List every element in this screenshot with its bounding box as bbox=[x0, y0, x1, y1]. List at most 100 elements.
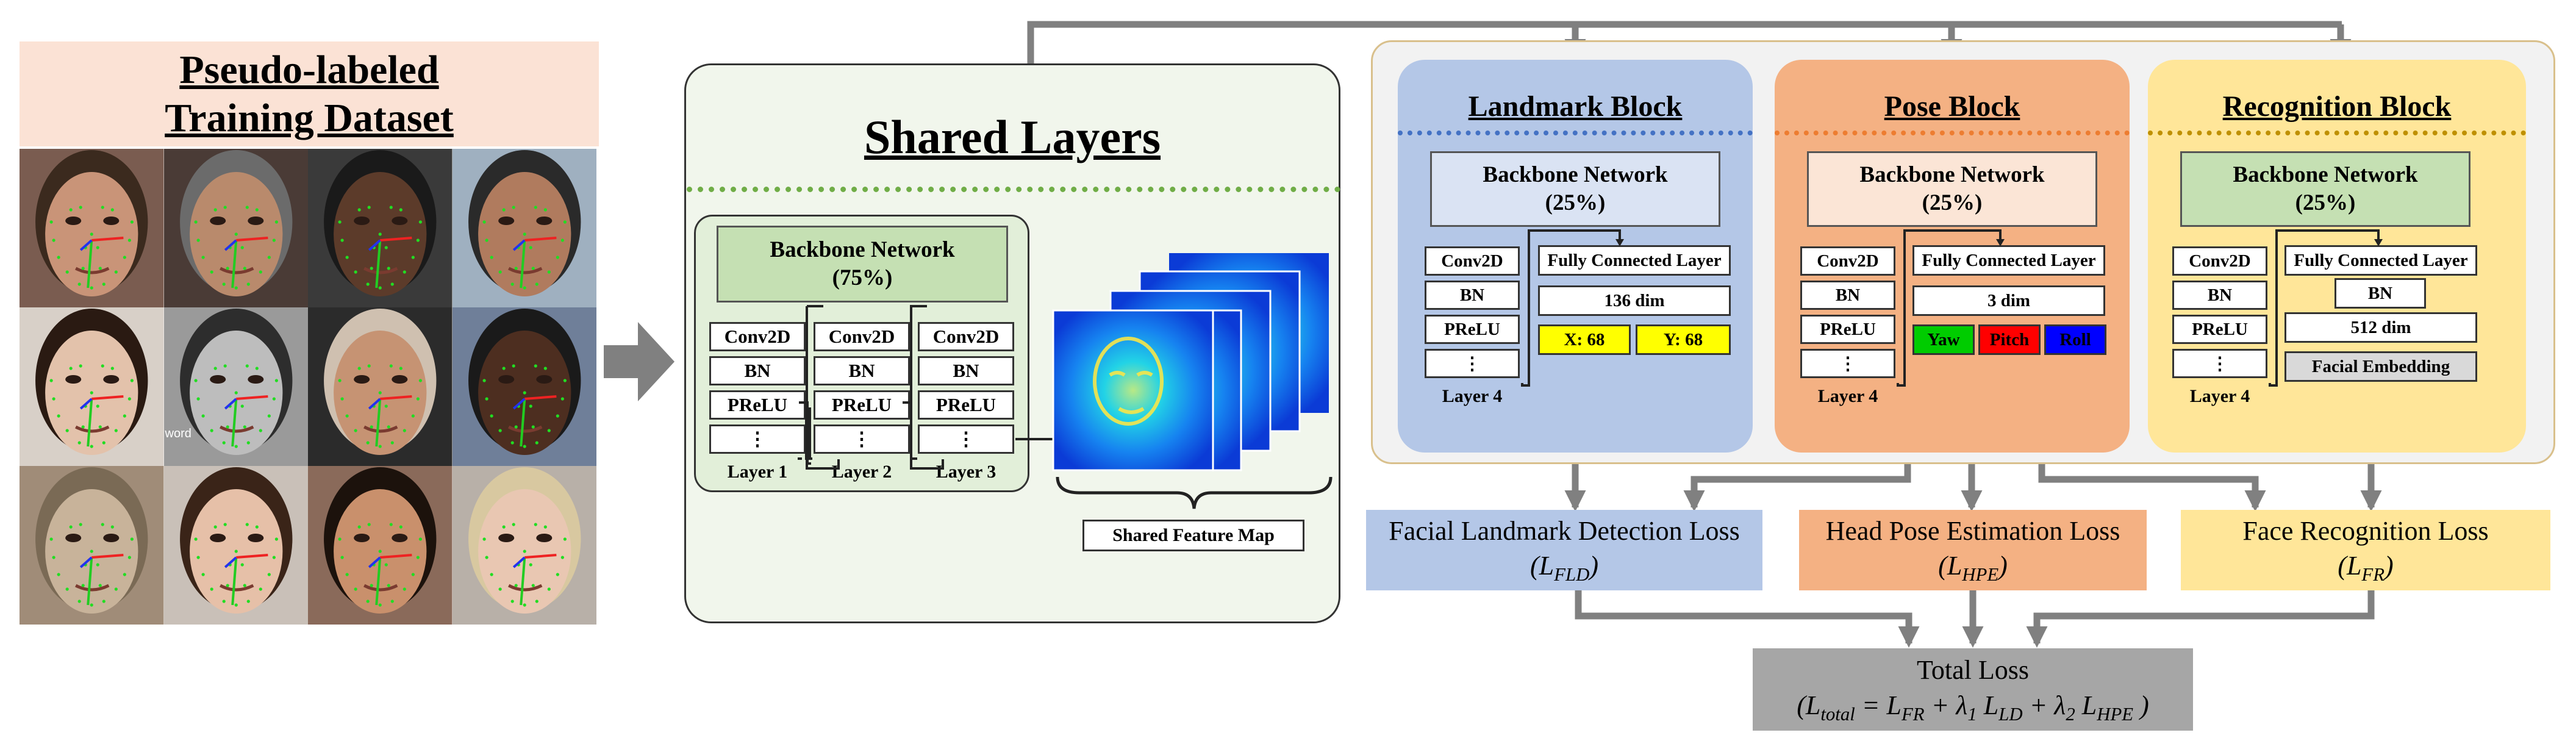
landmark-output-y: Y: 68 bbox=[1636, 324, 1731, 355]
pose-connector bbox=[1897, 229, 2005, 387]
pose-backbone-network: Backbone Network (25%) bbox=[1807, 151, 2097, 227]
pose-backbone-label: Backbone Network bbox=[1859, 162, 2045, 187]
landmark-dim: 136 dim bbox=[1538, 285, 1731, 316]
layer-item: ⋮ bbox=[1425, 349, 1520, 378]
pose-output-roll: Roll bbox=[2044, 324, 2106, 355]
layer-item: ⋮ bbox=[2172, 349, 2267, 378]
shared-backbone-label: Backbone Network bbox=[770, 237, 955, 262]
recognition-loss-box: Face Recognition Loss (LFR) bbox=[2181, 510, 2550, 590]
shared-feature-map-label: Shared Feature Map bbox=[1082, 520, 1304, 551]
layer-item: BN bbox=[1425, 281, 1520, 310]
shared-layers-title: Shared Layers bbox=[864, 110, 1161, 163]
layer-item: BN bbox=[1800, 281, 1895, 310]
layer-item: Conv2D bbox=[2172, 246, 2267, 276]
face-image bbox=[308, 466, 453, 625]
face-image-grid: word bbox=[20, 149, 596, 625]
dataset-title: Pseudo-labeled Training Dataset bbox=[20, 41, 599, 146]
landmark-connector bbox=[1521, 229, 1624, 387]
face-image bbox=[163, 149, 308, 307]
layer-item: BN bbox=[2172, 281, 2267, 310]
recognition-loss-symbol: (LFR) bbox=[2338, 551, 2394, 585]
pose-dim: 3 dim bbox=[1912, 285, 2105, 316]
layer-item: ⋮ bbox=[814, 424, 910, 454]
layer-item: Conv2D bbox=[1800, 246, 1895, 276]
landmark-output-x: X: 68 bbox=[1538, 324, 1631, 355]
face-image bbox=[20, 307, 164, 466]
recognition-divider bbox=[2148, 131, 2526, 135]
recognition-dim: 512 dim bbox=[2284, 312, 2477, 343]
layer-item: Conv2D bbox=[814, 322, 910, 351]
pose-block-title: Pose Block bbox=[1884, 90, 2020, 123]
recognition-embedding: Facial Embedding bbox=[2284, 351, 2477, 382]
layer-item: PReLU bbox=[918, 390, 1014, 420]
landmark-fc-layer: Fully Connected Layer bbox=[1538, 245, 1731, 276]
pose-loss-label: Head Pose Estimation Loss bbox=[1825, 515, 2120, 546]
feature-map-brace bbox=[1056, 476, 1333, 509]
dataset-title-line1: Pseudo-labeled bbox=[179, 47, 439, 92]
shared-divider bbox=[687, 187, 1340, 192]
landmark-backbone-network: Backbone Network (25%) bbox=[1430, 151, 1720, 227]
layer-label: Layer 4 bbox=[2189, 386, 2250, 406]
landmark-block-title: Landmark Block bbox=[1468, 90, 1683, 123]
layer-item: Conv2D bbox=[709, 322, 806, 351]
layer-label: Layer 3 bbox=[936, 462, 996, 482]
layer-item: BN bbox=[709, 356, 806, 385]
watermark-text: word bbox=[165, 427, 191, 440]
layer-label: Layer 4 bbox=[1817, 386, 1878, 406]
layer-item: ⋮ bbox=[918, 424, 1014, 454]
layer-item: Conv2D bbox=[1425, 246, 1520, 276]
layer-item: PReLU bbox=[1425, 315, 1520, 344]
face-image bbox=[20, 466, 164, 625]
recognition-backbone-label: Backbone Network bbox=[2233, 162, 2418, 187]
face-image bbox=[20, 149, 164, 307]
layer-label: Layer 4 bbox=[1442, 386, 1503, 406]
layer-label: Layer 2 bbox=[831, 462, 892, 482]
pose-loss-symbol: (LHPE) bbox=[1938, 551, 2008, 585]
face-image: word bbox=[163, 307, 308, 466]
landmark-loss-box: Facial Landmark Detection Loss (LFLD) bbox=[1366, 510, 1762, 590]
shared-backbone-ratio: (75%) bbox=[832, 265, 893, 290]
shared-feature-maps bbox=[1052, 253, 1329, 471]
recognition-loss-label: Face Recognition Loss bbox=[2242, 515, 2489, 546]
total-loss-box: Total Loss (Ltotal = LFR + λ1 LLD + λ2 L… bbox=[1753, 648, 2193, 731]
layer-item: PReLU bbox=[2172, 315, 2267, 344]
pose-fc-layer: Fully Connected Layer bbox=[1912, 245, 2105, 276]
landmark-backbone-label: Backbone Network bbox=[1483, 162, 1668, 187]
face-image bbox=[452, 466, 596, 625]
total-loss-label: Total Loss bbox=[1917, 655, 2029, 686]
face-image bbox=[452, 149, 596, 307]
layer-item: BN bbox=[918, 356, 1014, 385]
recognition-connector bbox=[2269, 229, 2383, 387]
pose-divider bbox=[1775, 131, 2130, 135]
layer-item: Conv2D bbox=[918, 322, 1014, 351]
layer-item: PReLU bbox=[814, 390, 910, 420]
pose-loss-box: Head Pose Estimation Loss (LHPE) bbox=[1799, 510, 2147, 590]
face-image bbox=[452, 307, 596, 466]
face-image bbox=[308, 307, 453, 466]
recognition-backbone-network: Backbone Network (25%) bbox=[2180, 151, 2470, 227]
layer-item: PReLU bbox=[709, 390, 806, 420]
landmark-divider bbox=[1398, 131, 1753, 135]
face-image bbox=[308, 149, 453, 307]
face-image bbox=[163, 466, 308, 625]
recognition-bn: BN bbox=[2334, 278, 2426, 309]
pose-backbone-ratio: (25%) bbox=[1922, 190, 1983, 215]
total-loss-formula: (Ltotal = LFR + λ1 LLD + λ2 LHPE ) bbox=[1797, 690, 2149, 725]
landmark-loss-symbol: (LFLD) bbox=[1530, 551, 1598, 585]
pose-output-yaw: Yaw bbox=[1912, 324, 1975, 355]
layer-connectors bbox=[798, 305, 1065, 470]
right-arrow-icon bbox=[604, 322, 674, 401]
shared-backbone-network: Backbone Network (75%) bbox=[717, 226, 1008, 303]
recognition-block-title: Recognition Block bbox=[2222, 90, 2452, 123]
recognition-fc-layer: Fully Connected Layer bbox=[2284, 245, 2477, 276]
landmark-loss-label: Facial Landmark Detection Loss bbox=[1389, 515, 1740, 546]
landmark-backbone-ratio: (25%) bbox=[1545, 190, 1606, 215]
recognition-backbone-ratio: (25%) bbox=[2295, 190, 2356, 215]
layer-item: BN bbox=[814, 356, 910, 385]
layer-item: ⋮ bbox=[709, 424, 806, 454]
dataset-title-line2: Training Dataset bbox=[165, 96, 454, 140]
layer-item: ⋮ bbox=[1800, 349, 1895, 378]
layer-label: Layer 1 bbox=[727, 462, 788, 482]
pose-output-pitch: Pitch bbox=[1978, 324, 2041, 355]
